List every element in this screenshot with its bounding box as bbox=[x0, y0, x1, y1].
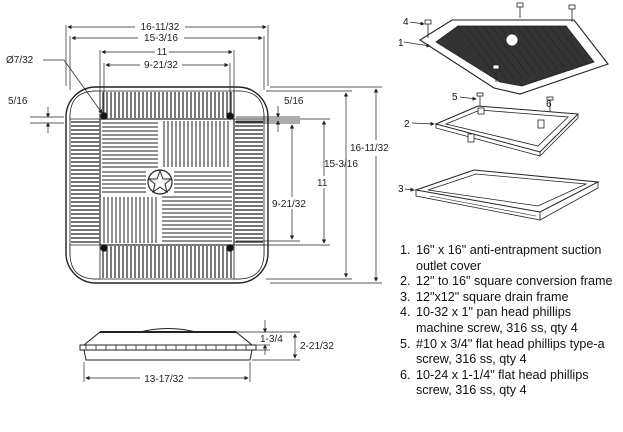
callout-4: 4 bbox=[403, 17, 409, 28]
leader-line bbox=[63, 59, 103, 114]
cover-rib bbox=[565, 25, 595, 63]
dim-top-grate-width: 9-21/32 bbox=[144, 60, 178, 71]
part-description: 16" x 16" anti-entrapment suction outlet… bbox=[416, 243, 602, 273]
cover-star-icon bbox=[505, 33, 519, 47]
dim-right-outer-height: 16-11/32 bbox=[350, 143, 389, 154]
side-frame-profile bbox=[79, 344, 257, 351]
screw-hole bbox=[100, 244, 108, 252]
dim-top-outer-width: 16-11/32 bbox=[141, 22, 180, 33]
callout-6: 6 bbox=[546, 99, 552, 110]
part-number: 6. bbox=[400, 367, 411, 382]
cover-inner-outline bbox=[69, 90, 265, 280]
dim-bottom-width: 13-17/32 bbox=[144, 374, 184, 385]
cover-rib bbox=[474, 25, 515, 80]
cover-rib bbox=[549, 25, 580, 66]
parts-list-item: 4. 10-32 x 1" pan head phillips machine s… bbox=[400, 305, 622, 336]
callout-5: 5 bbox=[452, 92, 458, 103]
dim-side-height-small: 1-3/4 bbox=[260, 334, 283, 345]
exploded-view bbox=[414, 2, 609, 221]
corner-pad-bottom-left bbox=[69, 244, 101, 280]
dim-side-height-total: 2-21/32 bbox=[300, 341, 334, 352]
exploded-conversion-frame bbox=[434, 105, 580, 157]
dim-left-offset: 5/16 bbox=[8, 96, 28, 107]
part-number: 3. bbox=[400, 289, 411, 304]
cover-rib bbox=[457, 25, 501, 83]
dim-top-inner-width: 11 bbox=[157, 47, 168, 58]
cover-rib bbox=[540, 25, 573, 67]
parts-list-item: 1. 16" x 16" anti-entrapment suction outl… bbox=[400, 243, 622, 274]
exploded-cover bbox=[418, 19, 609, 95]
dim-top-frame-width: 15-3/16 bbox=[144, 33, 178, 44]
part-number: 4. bbox=[400, 305, 411, 320]
part-description: 10-32 x 1" pan head phillips machine scr… bbox=[416, 305, 578, 335]
part-number: 1. bbox=[400, 243, 411, 257]
parts-list: 1. 16" x 16" anti-entrapment suction outl… bbox=[400, 243, 622, 399]
exploded-screws-top bbox=[424, 2, 576, 82]
cover-rib bbox=[490, 25, 530, 77]
exploded-drain-frame bbox=[414, 169, 600, 221]
part-description: 12" to 16" square conversion frame bbox=[416, 274, 613, 289]
part-description: 10-24 x 1-1/4" flat head phillips screw,… bbox=[416, 367, 589, 398]
side-ribs bbox=[85, 345, 247, 350]
part-number: 2. bbox=[400, 274, 411, 289]
cover-rib bbox=[524, 25, 559, 70]
screw-hole bbox=[226, 244, 234, 252]
corner-pad-bottom-right bbox=[233, 244, 265, 280]
side-dimensions bbox=[83, 320, 300, 382]
dim-right-inner-height: 11 bbox=[317, 178, 328, 189]
callout-1: 1 bbox=[398, 38, 404, 49]
star-emblem-icon bbox=[147, 169, 173, 194]
grate-slots bbox=[102, 121, 232, 243]
cover-rib bbox=[466, 25, 508, 81]
callout-leaders bbox=[403, 21, 477, 192]
dim-right-frame-height: 15-3/16 bbox=[324, 159, 358, 170]
cover-rib bbox=[507, 25, 544, 73]
cover-rib bbox=[515, 25, 551, 72]
part-description: 12"x12" square drain frame bbox=[416, 289, 569, 304]
side-view bbox=[79, 328, 257, 361]
part-description: #10 x 3/4" flat head phillips type-a scr… bbox=[416, 336, 605, 367]
exploded-screws-mid bbox=[476, 92, 554, 112]
callout-2: 2 bbox=[404, 119, 410, 130]
dim-hole-diameter: Ø7/32 bbox=[6, 55, 34, 66]
side-dome-profile bbox=[139, 328, 197, 333]
cover-rib bbox=[557, 25, 588, 64]
side-drain-body bbox=[83, 349, 253, 361]
part-number: 5. bbox=[400, 336, 411, 351]
cover-rib bbox=[532, 25, 566, 69]
side-cover-profile bbox=[82, 331, 254, 346]
dim-right-offset: 5/16 bbox=[284, 96, 304, 107]
perimeter-slots bbox=[71, 92, 263, 278]
plan-view bbox=[65, 86, 269, 284]
parts-list-item: 3. 12"x12" square drain frame bbox=[400, 290, 622, 306]
corner-pad-top-right bbox=[233, 90, 265, 120]
dim-right-grate-height: 9-21/32 bbox=[272, 199, 306, 210]
callout-3: 3 bbox=[398, 184, 404, 195]
cover-rib bbox=[499, 25, 537, 75]
parts-list-item: 6. 10-24 x 1-1/4" flat head phillips scre… bbox=[400, 368, 622, 399]
parts-list-item: 2. 12" to 16" square conversion frame bbox=[400, 274, 622, 290]
parts-list-item: 5. #10 x 3/4" flat head phillips type-a s… bbox=[400, 337, 622, 368]
cover-rib bbox=[482, 25, 522, 78]
cover-ribs bbox=[457, 25, 595, 83]
